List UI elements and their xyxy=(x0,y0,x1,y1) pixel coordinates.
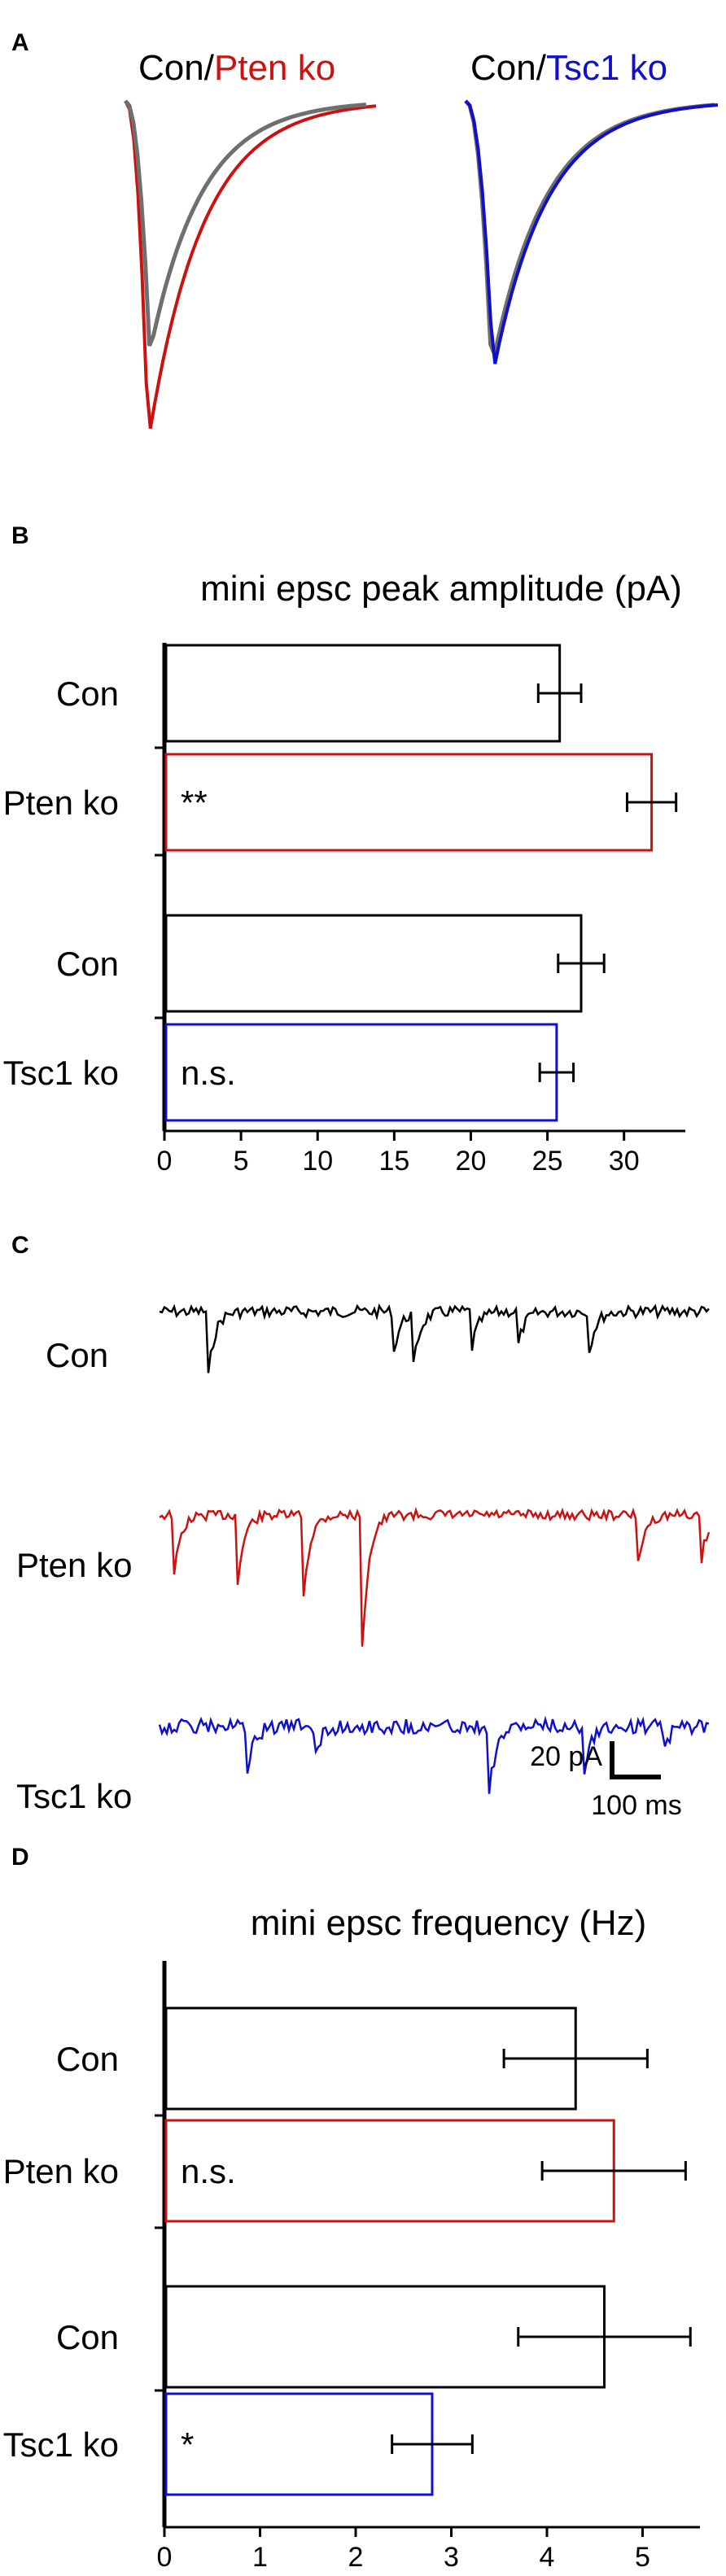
amp-annotation-1: ** xyxy=(181,784,208,822)
amp-annotation-3: n.s. xyxy=(181,1054,236,1092)
amp-x-tick-label-5: 25 xyxy=(532,1146,563,1177)
scale-amplitude-label: 20 pA xyxy=(530,1741,602,1772)
freq-category-label-3: Tsc1 ko xyxy=(3,2425,119,2464)
amp-bar-2 xyxy=(164,914,583,1013)
amplitude-chart: mini epsc peak amplitude (pA) 0 5 10 15 20 25 3… xyxy=(3,569,685,1177)
panel-a-left-label-con: Con/ xyxy=(138,48,215,88)
waveform-con-left xyxy=(124,99,367,347)
amp-category-label-3: Tsc1 ko xyxy=(3,1054,119,1092)
waveform-con-right xyxy=(464,99,715,362)
waveform-pten xyxy=(124,100,377,430)
freq-annotation-1: n.s. xyxy=(181,2152,236,2190)
panel-a-right-traces xyxy=(464,99,719,365)
amp-x-tick-label-6: 30 xyxy=(609,1146,640,1177)
amp-x-tick-label-2: 10 xyxy=(302,1146,333,1177)
panel-a-left-label: Con/Pten ko xyxy=(138,48,335,88)
panel-a-right-label: Con/Tsc1 ko xyxy=(470,48,667,88)
scale-bar-lines xyxy=(610,1741,661,1779)
trace-label-tsc1: Tsc1 ko xyxy=(16,1777,132,1815)
freq-annotation-3: * xyxy=(181,2425,194,2464)
freq-x-tick-label-1: 1 xyxy=(252,2542,268,2573)
recording-pten xyxy=(159,1506,711,1647)
amp-bar-0 xyxy=(164,644,562,743)
trace-label-pten: Pten ko xyxy=(16,1546,132,1584)
freq-x-tick-label-4: 4 xyxy=(540,2542,555,2573)
recording-con xyxy=(159,1303,710,1373)
freq-category-label-1: Pten ko xyxy=(3,2152,119,2190)
amp-x-tick-label-4: 20 xyxy=(456,1146,487,1177)
amp-bar-1 xyxy=(164,753,654,852)
freq-title: mini epsc frequency (Hz) xyxy=(251,1903,647,1943)
scale-time-label: 100 ms xyxy=(591,1790,682,1821)
amp-category-label-1: Pten ko xyxy=(3,784,119,822)
amp-category-label-0: Con xyxy=(56,675,119,713)
freq-x-tick-label-0: 0 xyxy=(157,2542,173,2573)
waveform-tsc1 xyxy=(464,99,719,365)
panel-letter-c: C xyxy=(11,1232,29,1259)
amp-x-tick-label-3: 15 xyxy=(378,1146,409,1177)
amp-title: mini epsc peak amplitude (pA) xyxy=(200,569,682,609)
panel-a-left-traces xyxy=(124,99,377,430)
panel-letter-d: D xyxy=(11,1844,29,1871)
freq-x-tick-label-5: 5 xyxy=(635,2542,650,2573)
amp-x-tick-label-1: 5 xyxy=(234,1146,249,1177)
panel-a-right-label-ko: Tsc1 ko xyxy=(546,48,667,88)
freq-category-label-2: Con xyxy=(56,2318,119,2356)
scale-bar: 20 pA 100 ms xyxy=(530,1741,682,1821)
amp-x-tick-label-0: 0 xyxy=(157,1146,173,1177)
panel-a-left-label-ko: Pten ko xyxy=(214,48,335,88)
freq-x-tick-label-2: 2 xyxy=(348,2542,364,2573)
recording-tsc1 xyxy=(158,1715,710,1794)
panel-letter-b: B xyxy=(11,522,29,549)
panel-c-traces xyxy=(158,1303,711,1794)
panel-letter-a: A xyxy=(11,29,29,56)
freq-x-tick-label-3: 3 xyxy=(444,2542,459,2573)
panel-a-right-label-con: Con/ xyxy=(470,48,547,88)
amp-category-label-2: Con xyxy=(56,945,119,983)
trace-label-con: Con xyxy=(46,1336,108,1374)
freq-category-label-0: Con xyxy=(56,2040,119,2078)
